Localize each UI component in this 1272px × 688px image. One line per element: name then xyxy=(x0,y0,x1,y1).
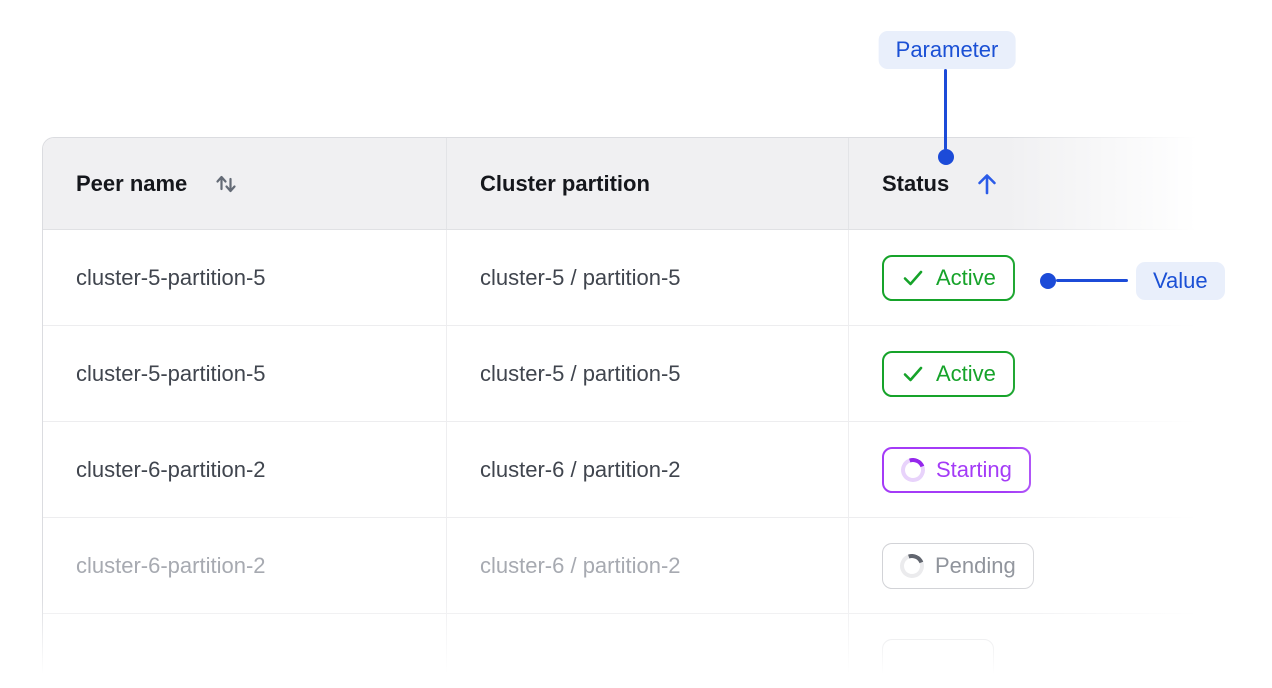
cell-cluster-partition: cluster-5 / partition-5 xyxy=(447,230,849,325)
column-header-peer-name[interactable]: Peer name xyxy=(43,138,447,229)
peers-table: Peer name Cluster partition Status xyxy=(42,137,1230,688)
cell-peer-name: cluster-5-partition-5 xyxy=(43,230,447,325)
cell-cluster-partition: cluster-5 / partition-5 xyxy=(447,326,849,421)
cell-peer-name: cluster-6-partition-2 xyxy=(43,422,447,517)
cell-peer-name: cluster-5-partition-5 xyxy=(43,326,447,421)
status-badge-starting: Starting xyxy=(882,446,1031,493)
parameter-callout-dot xyxy=(938,149,954,165)
table-row xyxy=(43,614,1230,688)
parameter-callout-chip: Parameter xyxy=(878,31,1016,69)
check-icon xyxy=(901,362,925,386)
value-callout-chip: Value xyxy=(1136,262,1225,300)
column-label-cluster-partition: Cluster partition xyxy=(480,170,650,196)
table-header-row: Peer name Cluster partition Status xyxy=(43,138,1230,230)
status-badge-label: Pending xyxy=(935,552,1016,578)
cell-peer-name xyxy=(43,614,447,688)
arrow-up-sort-icon[interactable] xyxy=(975,171,999,197)
cell-status xyxy=(849,614,1230,688)
check-icon xyxy=(901,266,925,290)
cell-status: Starting xyxy=(849,422,1230,517)
table-row: cluster-5-partition-5 cluster-5 / partit… xyxy=(43,326,1230,422)
cell-cluster-partition: cluster-6 / partition-2 xyxy=(447,422,849,517)
status-badge-label: Starting xyxy=(936,456,1012,482)
value-callout-dot xyxy=(1040,273,1056,289)
cell-status: Active xyxy=(849,326,1230,421)
status-badge-label: Active xyxy=(936,264,996,290)
spinner-icon xyxy=(896,549,928,582)
status-badge-active: Active xyxy=(882,254,1015,301)
table-row: cluster-6-partition-2 cluster-6 / partit… xyxy=(43,422,1230,518)
status-badge-pending: Pending xyxy=(882,542,1034,589)
status-badge-label: Active xyxy=(936,360,996,386)
cell-status: Pending xyxy=(849,518,1230,613)
column-header-status[interactable]: Status xyxy=(849,138,1230,229)
value-callout-line xyxy=(1056,279,1128,282)
spinner-icon xyxy=(897,453,929,486)
cell-peer-name: cluster-6-partition-2 xyxy=(43,518,447,613)
cell-cluster-partition: cluster-6 / partition-2 xyxy=(447,518,849,613)
status-badge-active: Active xyxy=(882,350,1015,397)
table-row: cluster-6-partition-2 cluster-6 / partit… xyxy=(43,518,1230,614)
cell-cluster-partition xyxy=(447,614,849,688)
sort-arrows-icon[interactable] xyxy=(213,171,239,197)
column-header-cluster-partition[interactable]: Cluster partition xyxy=(447,138,849,229)
parameter-callout-line xyxy=(944,69,947,150)
column-label-status: Status xyxy=(882,170,950,196)
column-label-peer-name: Peer name xyxy=(76,170,188,196)
status-badge-partial xyxy=(882,639,994,685)
